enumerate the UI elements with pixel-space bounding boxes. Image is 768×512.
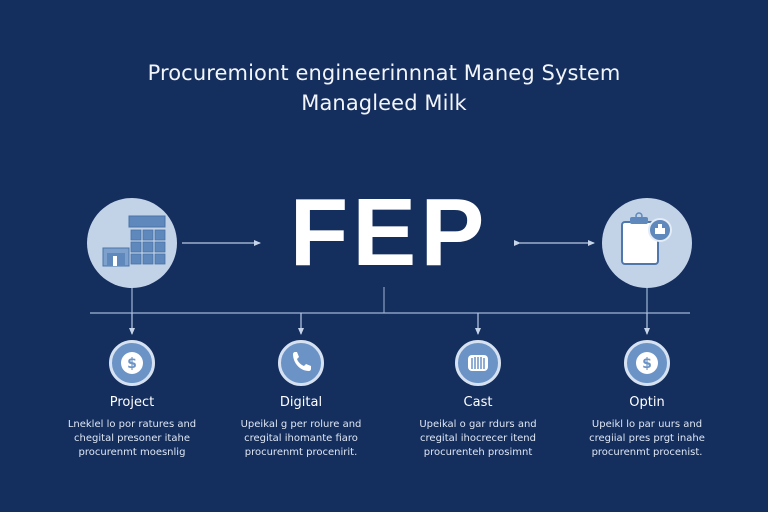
step-description: Upeikal o gar rdurs and cregital ihocrec… (419, 419, 537, 458)
chart-bars-icon (468, 355, 488, 371)
right-node-circle (602, 198, 692, 288)
step-description: Upeikl lo par uurs and cregiial pres prg… (589, 419, 705, 458)
step-description: Upeikal g per rolure and cregital ihoman… (240, 419, 362, 458)
step-icon-circle: $ (109, 340, 155, 386)
step-icon-circle: $ (624, 340, 670, 386)
dollar-coin-icon: $ (636, 352, 658, 374)
step-title: Optin (629, 395, 665, 410)
step-icon-circle (455, 340, 501, 386)
step-optin: $ Optin Upeikl lo par uurs and cregiial … (562, 340, 732, 460)
phone-icon (293, 352, 311, 371)
step-title: Project (109, 395, 155, 410)
step-title: Cast (463, 395, 493, 410)
step-icon-circle (278, 340, 324, 386)
step-title: Digital (279, 395, 323, 410)
step-project: $ Project Lneklel lo por ratures and che… (47, 340, 217, 460)
diagram-title: Procuremiont engineerinnnat Maneg System… (0, 58, 768, 118)
title-line-1: Procuremiont engineerinnnat Maneg System (147, 61, 621, 85)
fep-logo-text: FEP (289, 179, 489, 286)
step-cast: Cast Upeikal o gar rdurs and cregital ih… (393, 340, 563, 460)
step-digital: Digital Upeikal g per rolure and cregita… (216, 340, 386, 460)
title-line-2: Managleed Milk (301, 91, 467, 115)
dollar-coin-icon: $ (121, 352, 143, 374)
svg-text:$: $ (127, 356, 137, 372)
step-description: Lneklel lo por ratures and chegital pres… (67, 419, 197, 458)
building-calculator-icon (102, 215, 166, 267)
left-node-circle (87, 198, 177, 288)
svg-text:$: $ (642, 356, 652, 372)
clipboard-user-icon (621, 212, 672, 265)
